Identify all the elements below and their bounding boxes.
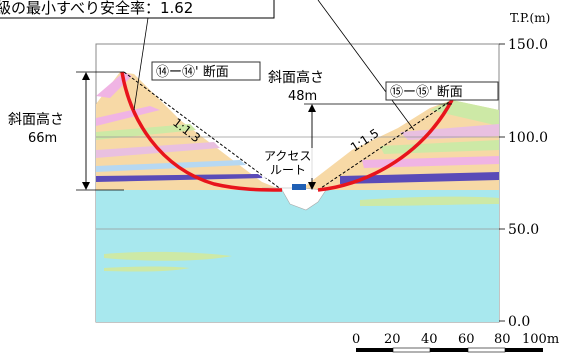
- slip-surface-left: [120, 71, 283, 192]
- scale-seg-2: [392, 347, 431, 353]
- lower-lens-left: [104, 251, 232, 261]
- access-route-box: [292, 184, 306, 190]
- tick-label-50: 50.0: [508, 222, 539, 238]
- right-band-pink: [362, 156, 499, 168]
- lower-lens-left-2: [104, 266, 190, 272]
- slope-height-left-title: 斜面高さ: [8, 111, 64, 128]
- dashed-slope-left: [123, 71, 283, 191]
- title-box: [0, 0, 275, 19]
- right-band-dark: [340, 172, 499, 184]
- left-band-blue: [96, 160, 246, 172]
- scale-label-0: 0: [352, 332, 360, 347]
- left-slope-body: [96, 72, 282, 190]
- access-route-line2: ルート: [270, 163, 306, 177]
- axis-unit: T.P.(m): [510, 11, 550, 25]
- dim-mid-arrowhead-up: [308, 104, 316, 112]
- scale-seg-4: [467, 347, 506, 353]
- scale-seg-1: [356, 348, 393, 352]
- scale-bar: [356, 347, 543, 353]
- scale-label-60: 60: [458, 332, 475, 347]
- scale-label-80: 80: [494, 332, 511, 347]
- access-route-label-bg: [262, 148, 314, 178]
- leader-left: [133, 17, 149, 111]
- scale-seg-5: [505, 348, 543, 352]
- dim-left-arrowhead-down: [82, 182, 90, 190]
- left-band-pink: [96, 106, 160, 126]
- lower-lens-right: [360, 196, 499, 206]
- leader-right: [317, 0, 415, 131]
- title-text: 級の最小すべり安全率：1.62: [0, 0, 193, 17]
- dim-mid-arrowhead-down: [308, 182, 316, 190]
- scale-label-40: 40: [421, 332, 438, 347]
- section-left-box: [151, 61, 261, 81]
- section-right-label: ⑮ー⑮' 断面: [390, 85, 463, 100]
- section-right-box: [385, 81, 499, 101]
- tick-label-0: 0.0: [508, 314, 530, 330]
- slope-height-mid-value: 48m: [288, 89, 317, 104]
- tick-label-100: 100.0: [508, 130, 548, 146]
- slope-height-left-value: 66m: [28, 131, 57, 146]
- access-route-line1: アクセス: [264, 149, 311, 163]
- tick-label-150: 150.0: [508, 37, 548, 53]
- scale-label-20: 20: [384, 332, 401, 347]
- dim-left-arrowhead-up: [82, 72, 90, 80]
- slope-height-mid-title: 斜面高さ: [268, 69, 324, 86]
- right-slope-body: [300, 100, 499, 190]
- left-band-dark: [96, 174, 264, 182]
- scale-label-100m: 100m: [522, 332, 559, 347]
- dashed-slope-right: [317, 99, 453, 191]
- scale-seg-3: [430, 348, 468, 352]
- slip-surface-right: [317, 99, 454, 192]
- section-left-label: ⑭ー⑭' 断面: [156, 65, 229, 80]
